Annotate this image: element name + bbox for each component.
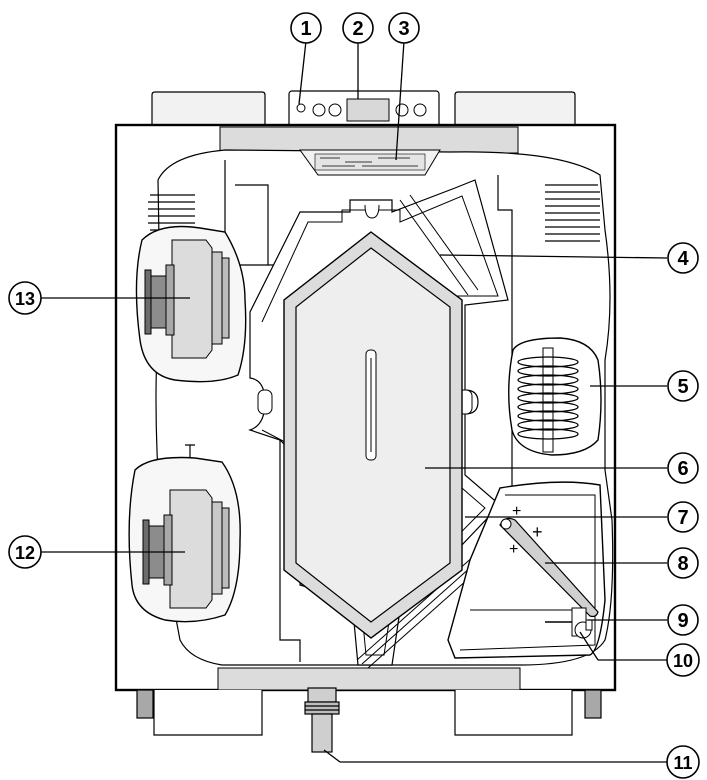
callout-12: 12	[8, 535, 42, 569]
heating-coil	[508, 337, 602, 456]
svg-text:+: +	[509, 541, 518, 558]
panel-button	[413, 103, 427, 117]
svg-text:10: 10	[673, 651, 693, 671]
callout-11: 11	[666, 745, 700, 779]
panel-button	[395, 103, 409, 117]
callout-10: 10	[666, 643, 700, 677]
svg-text:9: 9	[677, 610, 688, 632]
svg-text:+: +	[532, 522, 543, 542]
svg-text:6: 6	[677, 458, 688, 480]
svg-text:4: 4	[677, 248, 689, 270]
condensate-drain	[304, 687, 340, 753]
svg-text:7: 7	[677, 507, 688, 529]
callout-6: 6	[667, 452, 699, 484]
callout-13: 13	[8, 281, 42, 315]
callout-3: 3	[388, 12, 420, 44]
exchanger-handle	[365, 349, 377, 461]
supply-fan	[144, 239, 230, 359]
status-led	[296, 103, 306, 113]
callout-8: 8	[667, 547, 699, 579]
control-panel	[288, 90, 440, 128]
panel-button	[328, 103, 342, 117]
callout-9: 9	[667, 604, 699, 636]
bypass-section: + + +	[447, 481, 606, 659]
svg-text:2: 2	[352, 18, 363, 40]
upper-duct-line	[399, 199, 469, 296]
callout-1: 1	[290, 12, 322, 44]
svg-text:8: 8	[677, 553, 688, 575]
top-bar	[219, 126, 519, 154]
display-screen	[346, 98, 390, 122]
svg-text:5: 5	[677, 376, 688, 398]
top-ports	[151, 91, 576, 125]
svg-text:11: 11	[673, 753, 692, 773]
panel-button	[312, 103, 326, 117]
bottom-feet	[136, 689, 602, 736]
callout-2: 2	[342, 12, 374, 44]
svg-text:1: 1	[300, 18, 311, 40]
svg-text:3: 3	[398, 18, 409, 40]
callout-5: 5	[667, 370, 699, 402]
svg-text:12: 12	[15, 543, 35, 563]
svg-text:+: +	[512, 503, 521, 520]
callout-7: 7	[667, 501, 699, 533]
control-board	[299, 149, 441, 176]
svg-text:13: 13	[15, 289, 35, 309]
upper-duct-line-2	[409, 194, 479, 291]
callout-4: 4	[667, 242, 699, 274]
right-fins	[545, 184, 600, 242]
leader-lines	[35, 40, 668, 763]
bottom-bar	[217, 667, 521, 691]
